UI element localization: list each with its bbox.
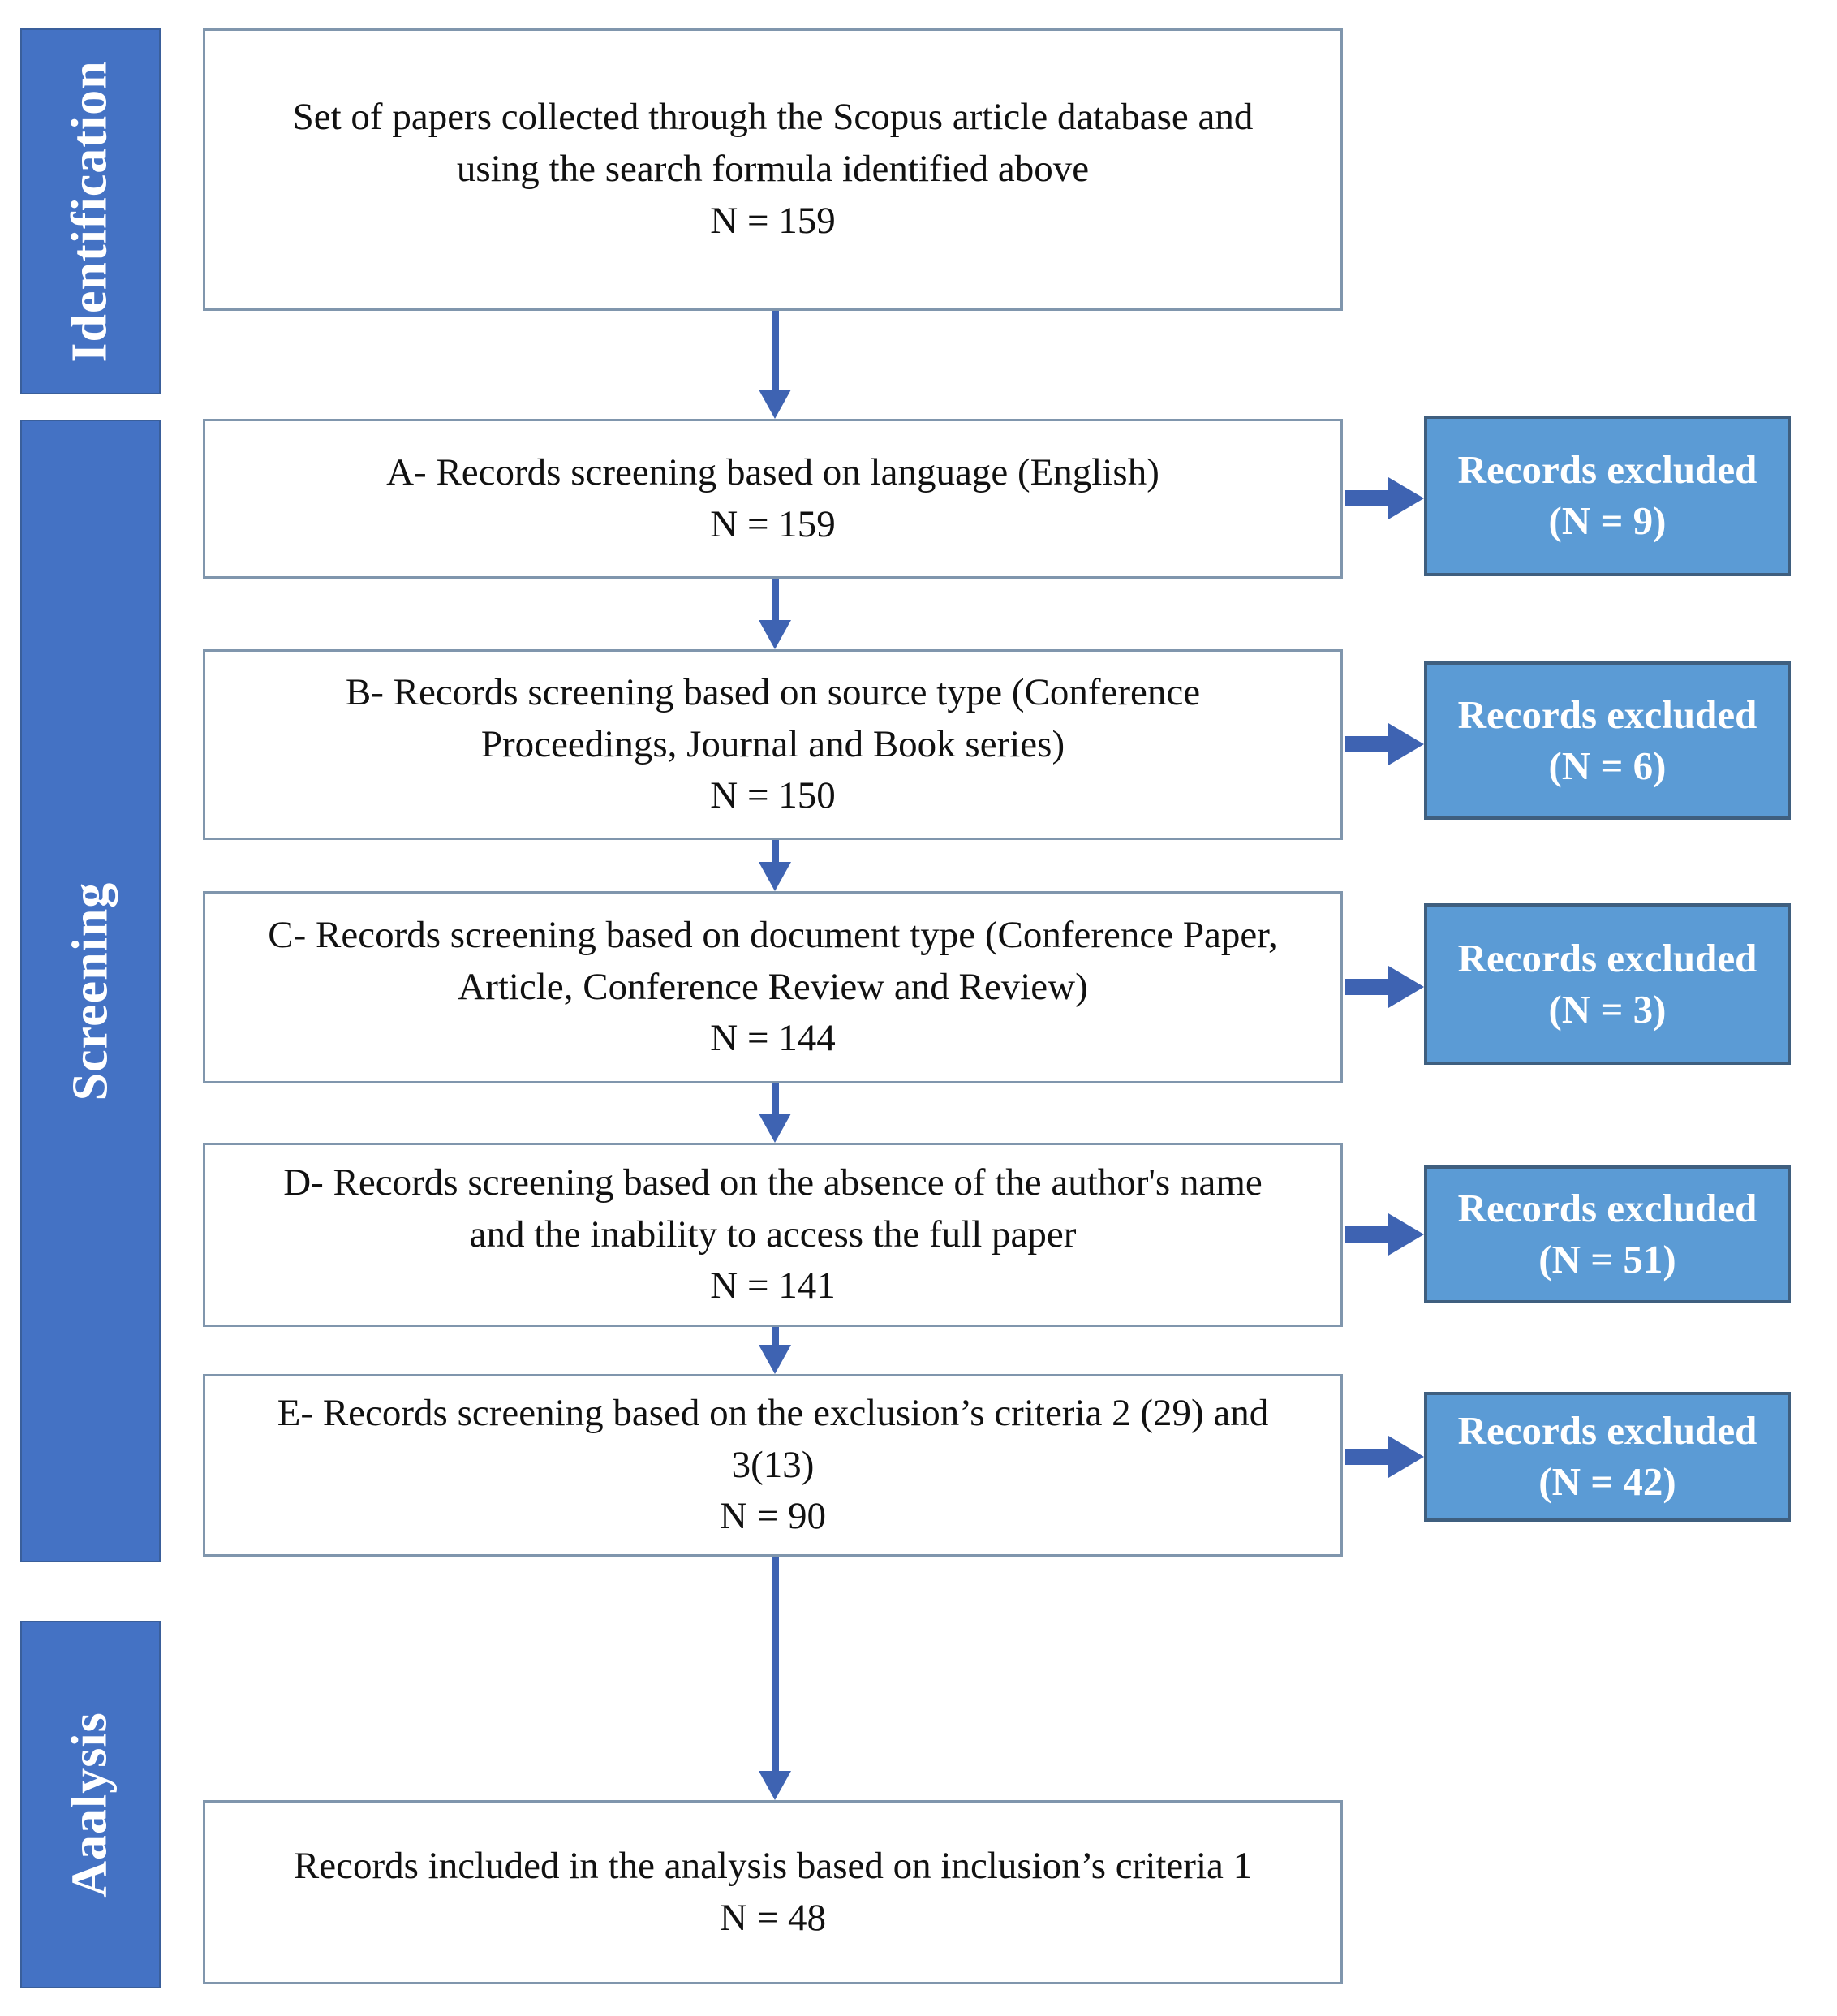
down-arrow-connector-2: [759, 579, 791, 649]
arrow-stem: [771, 1557, 779, 1771]
arrow-head-down-icon: [759, 1771, 791, 1800]
arrow-stem: [771, 1083, 779, 1114]
arrow-stem: [771, 840, 779, 862]
arrow-head-right-icon: [1388, 1436, 1424, 1478]
flow-box-label: E- Records screening based on the exclus…: [277, 1391, 1269, 1486]
arrow-head-down-icon: [759, 1114, 791, 1143]
arrow-head-right-icon: [1388, 477, 1424, 519]
down-arrow-connector-1: [759, 311, 791, 419]
flow-box-count: N = 90: [720, 1495, 826, 1538]
stage-label-analysis: Aaalysis: [62, 1712, 118, 1898]
excluded-count: (N = 6): [1548, 743, 1667, 788]
right-arrow-connector-c: [1345, 966, 1424, 1008]
flow-box-step-d: D- Records screening based on the absenc…: [203, 1143, 1343, 1327]
flow-box-count: N = 159: [710, 502, 836, 545]
flow-box-step-e: E- Records screening based on the exclus…: [203, 1374, 1343, 1557]
arrow-head-down-icon: [759, 390, 791, 419]
stage-bar-identification: Identification: [20, 28, 161, 394]
excluded-box-b: Records excluded (N = 6): [1424, 661, 1791, 820]
arrow-stem: [1345, 490, 1388, 506]
arrow-stem: [771, 1327, 779, 1345]
right-arrow-connector-e: [1345, 1436, 1424, 1478]
arrow-stem: [1345, 1226, 1388, 1243]
excluded-count: (N = 9): [1548, 498, 1667, 543]
flow-box-label: A- Records screening based on language (…: [386, 450, 1159, 493]
stage-label-identification: Identification: [62, 60, 118, 363]
arrow-stem: [771, 311, 779, 390]
down-arrow-connector-4: [759, 1083, 791, 1143]
right-arrow-connector-b: [1345, 723, 1424, 765]
flow-box-count: N = 141: [710, 1264, 836, 1307]
excluded-label: Records excluded: [1457, 1186, 1757, 1231]
flow-box-count: N = 159: [710, 199, 836, 242]
flow-box-label: C- Records screening based on document t…: [268, 913, 1278, 1008]
flow-box-step-a: A- Records screening based on language (…: [203, 419, 1343, 579]
down-arrow-connector-6: [759, 1557, 791, 1800]
stage-bar-screening: Screening: [20, 420, 161, 1562]
excluded-box-c: Records excluded (N = 3): [1424, 903, 1791, 1065]
arrow-stem: [1345, 736, 1388, 752]
excluded-count: (N = 42): [1538, 1459, 1676, 1504]
excluded-label: Records excluded: [1457, 691, 1757, 737]
flow-box-count: N = 144: [710, 1017, 836, 1060]
excluded-label: Records excluded: [1457, 447, 1757, 493]
flow-box-label: Set of papers collected through the Scop…: [292, 96, 1254, 191]
stage-label-screening: Screening: [62, 881, 118, 1101]
arrow-stem: [771, 579, 779, 620]
flow-box-label: Records included in the analysis based o…: [293, 1844, 1253, 1887]
excluded-count: (N = 51): [1538, 1237, 1676, 1282]
right-arrow-connector-a: [1345, 477, 1424, 519]
arrow-head-down-icon: [759, 862, 791, 891]
flow-box-count: N = 48: [720, 1896, 826, 1939]
excluded-box-d: Records excluded (N = 51): [1424, 1165, 1791, 1303]
excluded-count: (N = 3): [1548, 986, 1667, 1032]
arrow-head-right-icon: [1388, 723, 1424, 765]
flow-box-included: Records included in the analysis based o…: [203, 1800, 1343, 1984]
arrow-head-right-icon: [1388, 1213, 1424, 1256]
excluded-label: Records excluded: [1457, 935, 1757, 980]
arrow-stem: [1345, 1449, 1388, 1465]
arrow-stem: [1345, 979, 1388, 995]
right-arrow-connector-d: [1345, 1213, 1424, 1256]
flow-box-count: N = 150: [710, 774, 836, 817]
flow-box-label: B- Records screening based on source typ…: [345, 670, 1201, 765]
flow-box-collection: Set of papers collected through the Scop…: [203, 28, 1343, 311]
excluded-label: Records excluded: [1457, 1408, 1757, 1454]
stage-bar-analysis: Aaalysis: [20, 1621, 161, 1988]
arrow-head-down-icon: [759, 620, 791, 649]
flow-box-label: D- Records screening based on the absenc…: [283, 1161, 1263, 1256]
excluded-box-a: Records excluded (N = 9): [1424, 416, 1791, 576]
down-arrow-connector-3: [759, 840, 791, 891]
flow-box-step-c: C- Records screening based on document t…: [203, 891, 1343, 1083]
excluded-box-e: Records excluded (N = 42): [1424, 1392, 1791, 1522]
arrow-head-down-icon: [759, 1345, 791, 1374]
flow-box-step-b: B- Records screening based on source typ…: [203, 649, 1343, 840]
arrow-head-right-icon: [1388, 966, 1424, 1008]
down-arrow-connector-5: [759, 1327, 791, 1374]
